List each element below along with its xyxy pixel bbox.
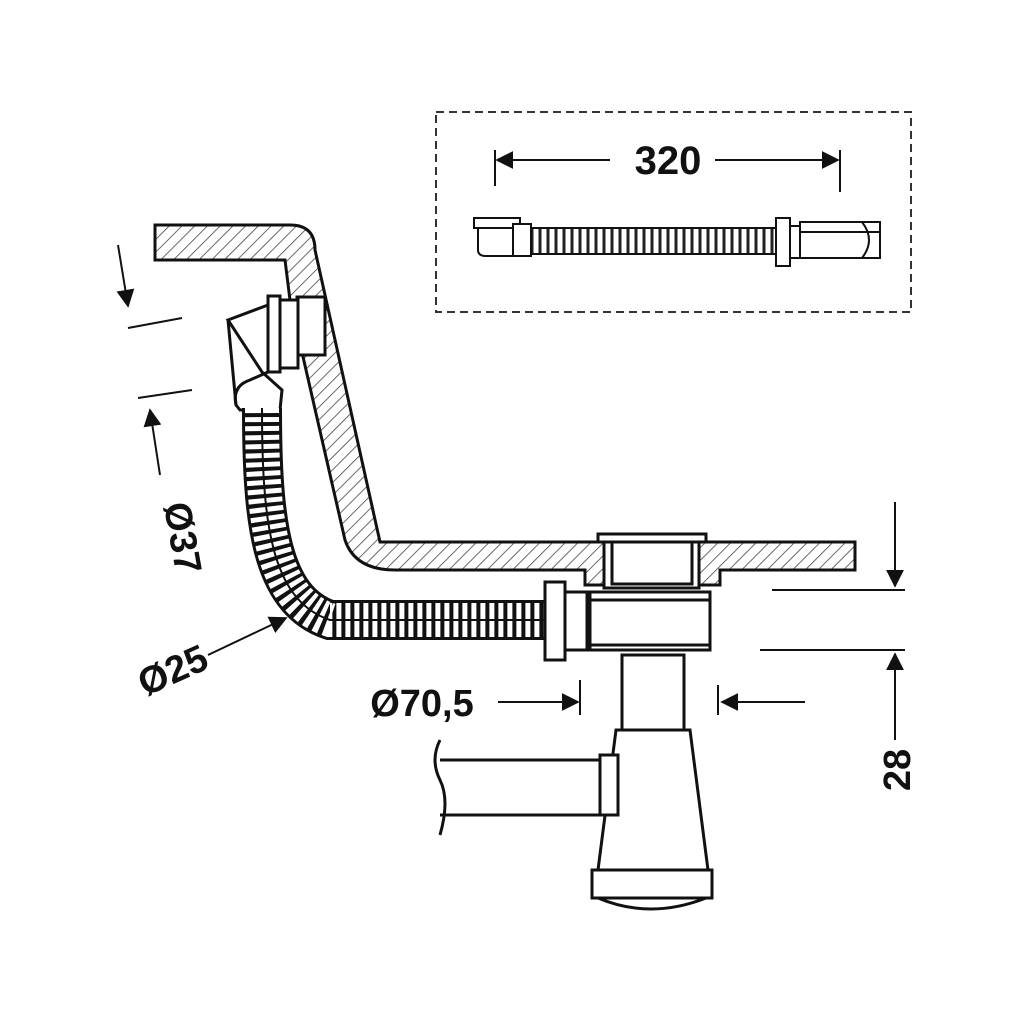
bathtub-section xyxy=(153,223,857,587)
trap xyxy=(433,653,714,911)
dimension-28-label: 28 xyxy=(877,749,919,791)
dimension-37-label: Ø37 xyxy=(155,499,209,577)
dimension-lines xyxy=(116,244,905,740)
inset-box: 320 xyxy=(435,111,912,313)
flexible-hose xyxy=(242,407,548,640)
dimension-70-5-label: Ø70,5 xyxy=(370,683,474,725)
dimension-320-label: 320 xyxy=(635,139,702,183)
overflow-fitting xyxy=(225,294,327,412)
waste-assembly xyxy=(543,532,712,662)
inset-hose-assembly xyxy=(473,217,881,267)
dimension-25-label: Ø25 xyxy=(132,637,215,705)
